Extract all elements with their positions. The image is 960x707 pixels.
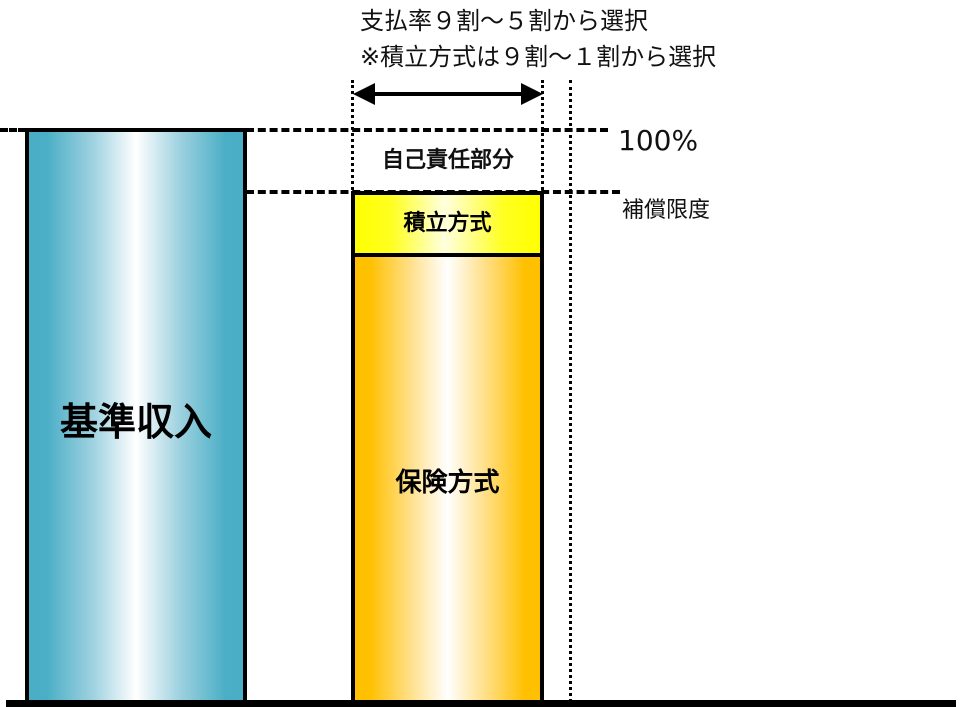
top-level-dash [246, 128, 608, 132]
arrow-head-right-icon [521, 83, 543, 105]
insurance-label: 保険方式 [395, 468, 500, 498]
max-range-guide [569, 80, 572, 702]
reserve-label: 積立方式 [403, 211, 492, 236]
reserve-rate-note: ※積立方式は９割～１割から選択 [360, 43, 717, 71]
range-right-guide [541, 80, 544, 195]
arrow-head-left-icon [353, 83, 375, 105]
top-level-label: 100% [618, 124, 699, 157]
insurance-bar: 保険方式 [351, 253, 544, 702]
double-arrow-icon [353, 83, 543, 105]
top-level-dash-left [0, 128, 26, 132]
limit-level-label: 補償限度 [622, 198, 711, 223]
base-income-bar: 基準収入 [25, 128, 247, 702]
payment-rate-note: 支払率９割～５割から選択 [360, 7, 648, 35]
baseline [6, 700, 956, 707]
arrow-shaft [371, 92, 525, 96]
self-responsibility-label: 自己責任部分 [381, 148, 514, 173]
range-left-guide [351, 80, 354, 195]
base-income-label: 基準収入 [59, 400, 212, 444]
reserve-bar: 積立方式 [351, 191, 544, 257]
